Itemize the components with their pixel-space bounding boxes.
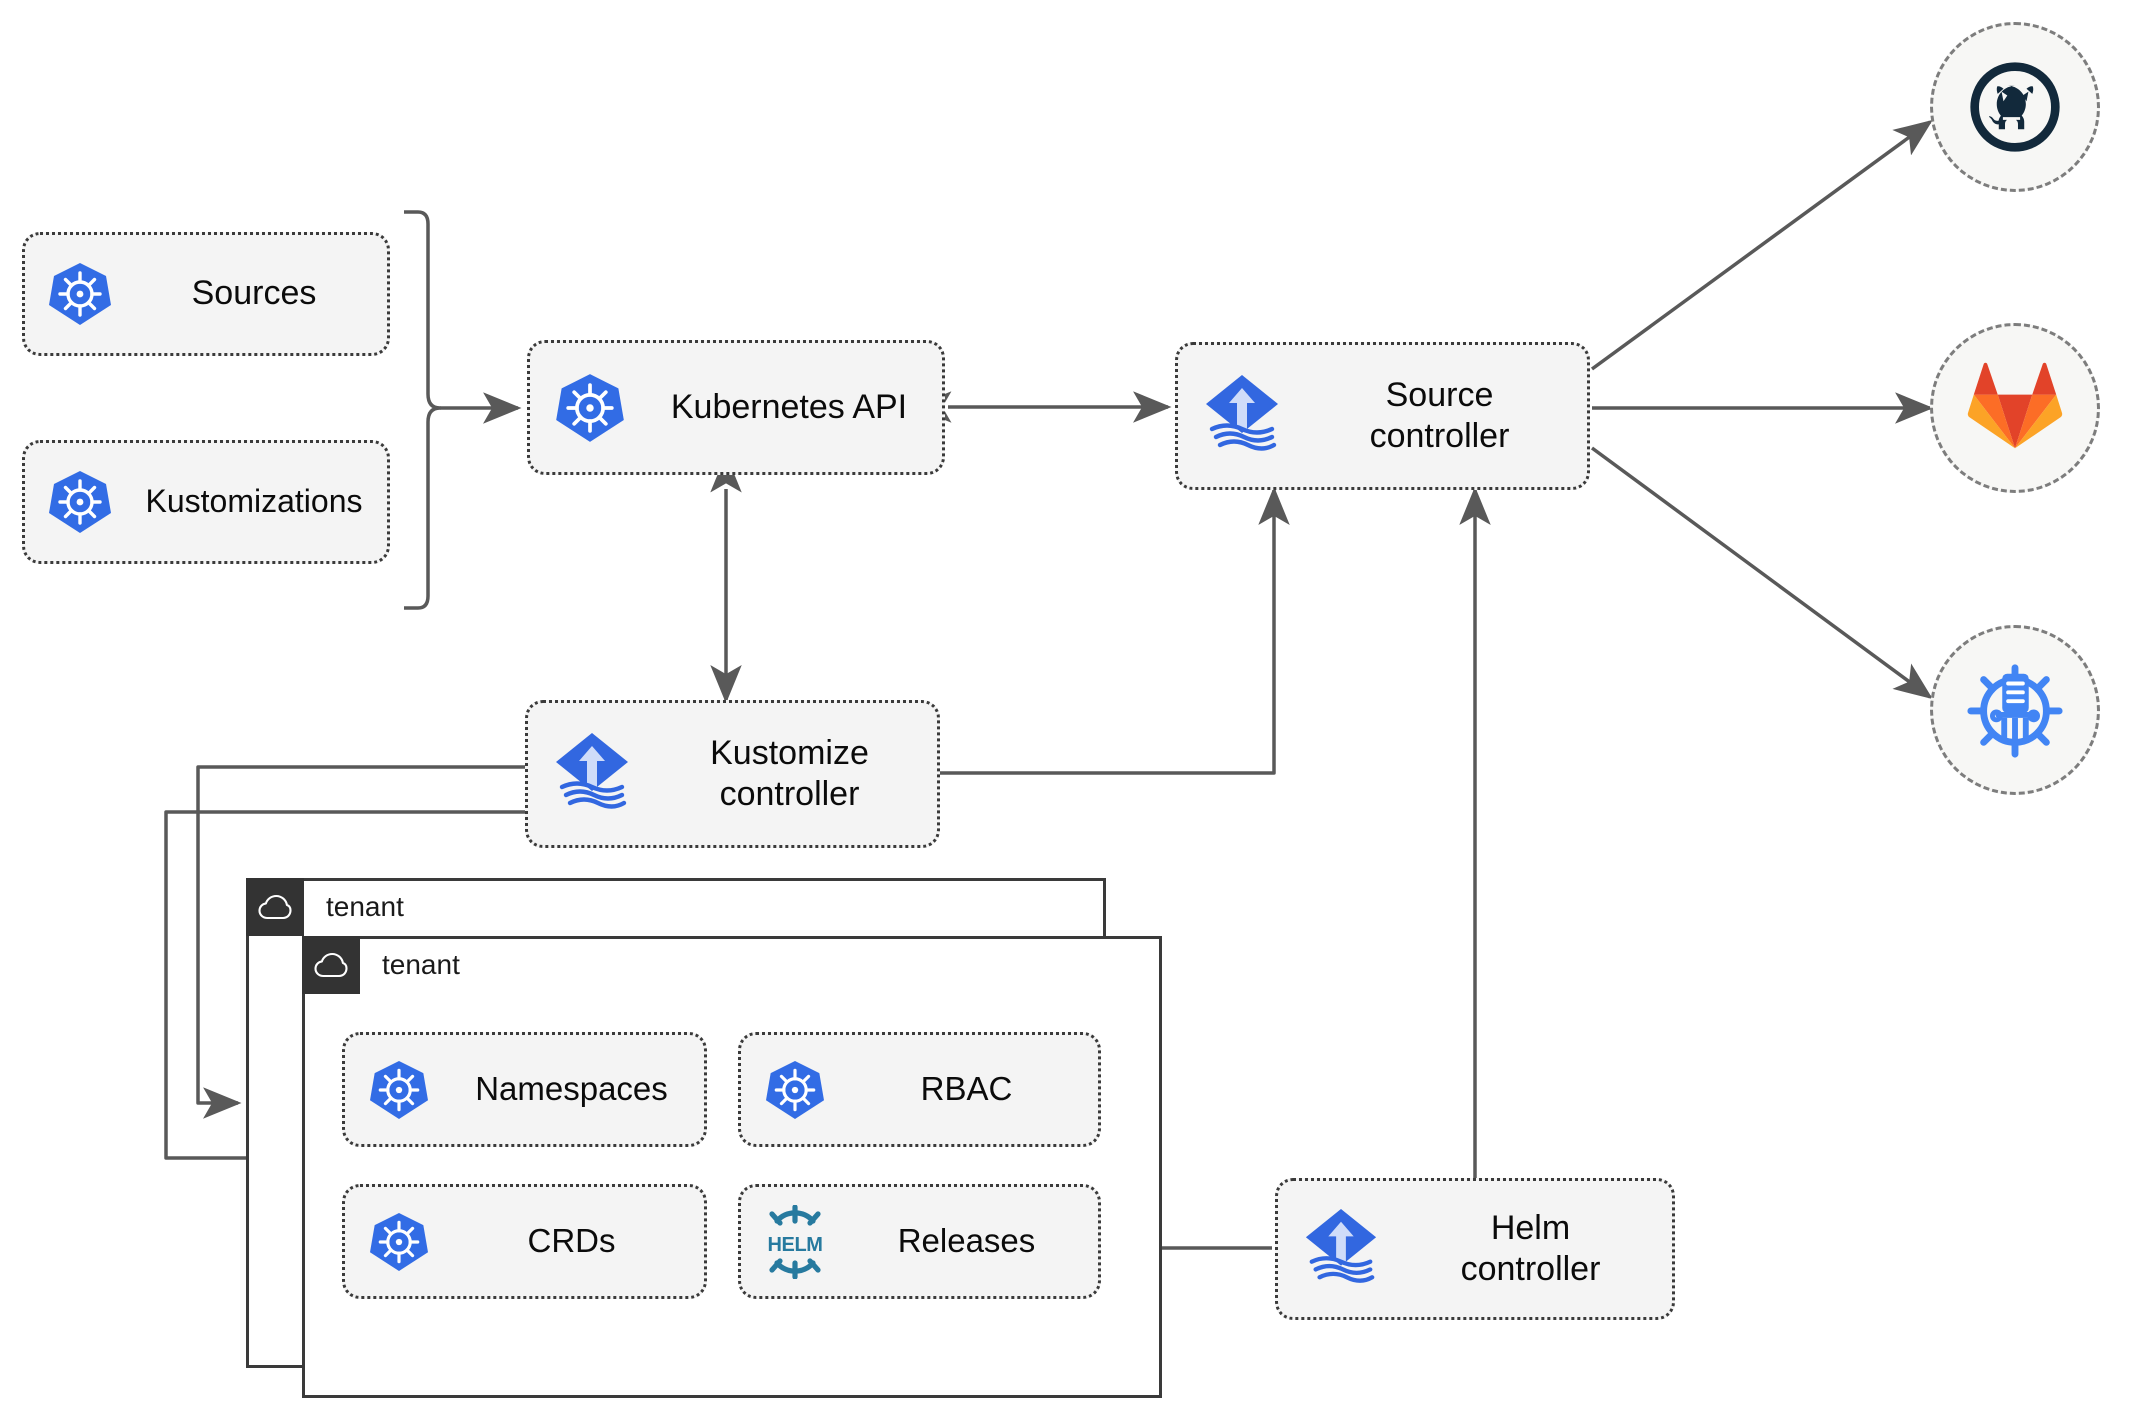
kubernetes-icon (345, 1211, 453, 1273)
kubernetes-icon (530, 372, 650, 444)
node-source-controller[interactable]: Source controller (1175, 342, 1590, 490)
node-label-sources: Sources (191, 274, 317, 313)
node-label-kubernetes-api: Kubernetes API (670, 387, 908, 426)
github-icon (1970, 62, 2060, 152)
external-service-gitlab[interactable] (1930, 323, 2100, 493)
node-label-helm-controller: Helm controller (1460, 1208, 1601, 1288)
node-kustomizations[interactable]: Kustomizations (22, 440, 390, 564)
tenant-label-back: tenant (326, 891, 404, 922)
node-label-releases: Releases (897, 1222, 1036, 1260)
flux-icon (1278, 1207, 1403, 1291)
cloud-icon (302, 936, 360, 994)
node-rbac[interactable]: RBAC (738, 1032, 1101, 1147)
node-namespaces[interactable]: Namespaces (342, 1032, 707, 1147)
node-kustomize-controller[interactable]: Kustomize controller (525, 700, 940, 848)
tenant-header-front: tenant (302, 936, 460, 994)
kubernetes-icon (25, 261, 135, 327)
gitlab-icon (1967, 362, 2063, 449)
wire-kustomizecontroller-sourcecontroller (938, 486, 1290, 775)
bucket-icon (1967, 664, 2063, 758)
node-helm-controller[interactable]: Helm controller (1275, 1178, 1675, 1320)
flux-icon (528, 731, 656, 817)
node-label-kustomize-controller: Kustomize controller (710, 733, 869, 813)
external-service-github[interactable] (1930, 22, 2100, 192)
helm-icon: HELM (741, 1204, 849, 1279)
node-kubernetes-api[interactable]: Kubernetes API (527, 340, 945, 475)
tenant-container-front: tenant (302, 936, 1162, 1398)
wire-resources-bracket (404, 210, 442, 610)
kubernetes-icon (345, 1059, 453, 1121)
kubernetes-icon (25, 469, 135, 535)
wire-sourcecontroller-github (1590, 119, 1933, 371)
kubernetes-icon (741, 1059, 849, 1121)
node-label-namespaces: Namespaces (475, 1070, 668, 1108)
tenant-header-back: tenant (246, 878, 404, 936)
wire-sourcecontroller-bucket (1590, 446, 1933, 700)
tenant-label-front: tenant (382, 949, 460, 980)
node-sources[interactable]: Sources (22, 232, 390, 356)
node-crds[interactable]: CRDs (342, 1184, 707, 1299)
node-label-rbac: RBAC (920, 1070, 1013, 1108)
node-releases[interactable]: HELM Releases (738, 1184, 1101, 1299)
external-service-bucket[interactable] (1930, 625, 2100, 795)
flux-icon (1178, 373, 1306, 459)
node-label-source-controller: Source controller (1369, 375, 1510, 455)
svg-text:HELM: HELM (767, 1234, 822, 1256)
node-label-kustomizations: Kustomizations (145, 483, 363, 520)
cloud-icon (246, 878, 304, 936)
node-label-crds: CRDs (527, 1222, 616, 1260)
